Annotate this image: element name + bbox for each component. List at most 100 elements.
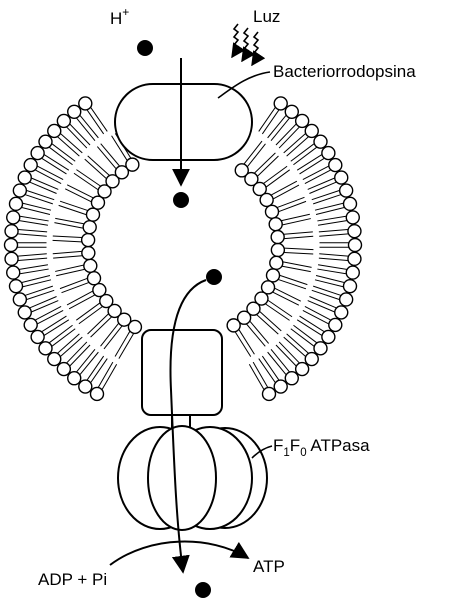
lipid-head-inner bbox=[270, 256, 283, 269]
lipid-head-outer bbox=[344, 197, 357, 210]
lipid-tail bbox=[70, 345, 90, 366]
lipid-tail bbox=[55, 218, 83, 223]
lipid-head-outer bbox=[335, 306, 348, 319]
lipid-tail bbox=[283, 262, 311, 267]
lipid-head-inner bbox=[82, 234, 95, 247]
lipid-tail bbox=[18, 258, 47, 260]
lipid-head-outer bbox=[340, 184, 353, 197]
proton-outside-dot bbox=[137, 40, 153, 56]
lipid-head-outer bbox=[13, 293, 26, 306]
lipid-head-inner bbox=[88, 272, 101, 285]
lipid-tail bbox=[20, 216, 49, 221]
lipid-tail bbox=[284, 134, 306, 153]
lipid-tail bbox=[287, 334, 309, 353]
lipid-head-outer bbox=[31, 330, 44, 343]
lipid-head-outer bbox=[79, 380, 92, 393]
lipid-head-outer bbox=[48, 124, 61, 137]
lipid-tail bbox=[27, 191, 55, 200]
lipid-tail bbox=[279, 201, 306, 211]
lipid-tail bbox=[18, 229, 47, 231]
lipid-head-inner bbox=[227, 319, 240, 332]
lipid-tail bbox=[313, 195, 341, 204]
lipid-head-outer bbox=[5, 252, 18, 265]
lipid-head-outer bbox=[274, 380, 287, 393]
lipid-head-inner bbox=[82, 246, 95, 259]
lipid-tail bbox=[284, 253, 313, 255]
proton-label: H+ bbox=[110, 5, 129, 28]
lipid-head-inner bbox=[86, 208, 99, 221]
atpase-label: F1F0 ATPasa bbox=[273, 436, 370, 459]
lipid-head-outer bbox=[24, 318, 37, 331]
lipid-tail bbox=[88, 314, 109, 334]
bacteriorhodopsin-label: Bacteriorrodopsina bbox=[273, 62, 416, 81]
lipid-tail bbox=[30, 182, 57, 193]
lipid-tail bbox=[282, 266, 310, 271]
lipid-tail bbox=[284, 236, 313, 238]
lipid-tail bbox=[53, 240, 82, 242]
lipid-tail bbox=[30, 296, 57, 307]
proton-charge-label: + bbox=[122, 5, 129, 19]
atp-label: ATP bbox=[253, 557, 285, 576]
lipid-head-outer bbox=[346, 211, 359, 224]
lipid-tail bbox=[97, 147, 116, 169]
lipid-head-inner bbox=[265, 205, 278, 218]
lipid-head-outer bbox=[57, 363, 70, 376]
lipid-tail bbox=[250, 321, 269, 343]
lipid-head-outer bbox=[9, 280, 22, 293]
lipid-tail bbox=[284, 337, 306, 356]
lipid-head-outer bbox=[57, 114, 70, 127]
lipid-head-outer bbox=[348, 252, 361, 265]
proton-exit-dot bbox=[195, 582, 211, 598]
lipid-head-outer bbox=[340, 293, 353, 306]
lipid-head-outer bbox=[322, 330, 335, 343]
light-label: Luz bbox=[253, 7, 280, 26]
lipid-head-outer bbox=[39, 342, 52, 355]
lipid-tail bbox=[60, 201, 87, 210]
lipid-head-outer bbox=[305, 124, 318, 137]
lipid-tail bbox=[268, 115, 286, 137]
lipid-tail bbox=[80, 115, 98, 137]
lipid-head-outer bbox=[274, 97, 287, 110]
lipid-head-inner bbox=[84, 259, 97, 272]
substrates-label: ADP + Pi bbox=[38, 570, 107, 589]
lipid-tail bbox=[319, 258, 348, 260]
lipid-head-inner bbox=[271, 243, 284, 256]
lipid-tail bbox=[247, 324, 266, 346]
lipid-tail bbox=[101, 144, 120, 166]
proton-inside-dot bbox=[173, 192, 189, 208]
lipid-tail bbox=[60, 278, 87, 288]
lipid-tail bbox=[248, 144, 266, 167]
lipid-head-outer bbox=[68, 105, 81, 118]
lipid-tail bbox=[318, 265, 347, 270]
lipid-tail bbox=[53, 236, 82, 238]
lipid-tail bbox=[312, 290, 340, 299]
lipid-tail bbox=[309, 296, 336, 307]
lipid-head-outer bbox=[322, 147, 335, 160]
lipid-tail bbox=[277, 197, 304, 207]
lipid-head-outer bbox=[31, 147, 44, 160]
lipid-head-outer bbox=[91, 387, 104, 400]
lipid-head-outer bbox=[7, 266, 20, 279]
lipid-tail bbox=[255, 153, 276, 173]
lipid-tail bbox=[276, 345, 296, 366]
lipid-tail bbox=[77, 349, 95, 371]
lipid-tail bbox=[319, 234, 348, 236]
lipid-tail bbox=[276, 124, 296, 145]
lipid-tail bbox=[19, 221, 48, 226]
lipid-head-outer bbox=[7, 211, 20, 224]
lipid-head-outer bbox=[348, 225, 361, 238]
lipid-tail bbox=[271, 118, 289, 140]
light-rays-icon bbox=[232, 24, 258, 65]
lipid-tail bbox=[53, 256, 82, 258]
lipid-head-inner bbox=[271, 231, 284, 244]
lipid-tail bbox=[19, 265, 48, 270]
lipid-head-outer bbox=[296, 363, 309, 376]
lipid-head-outer bbox=[9, 197, 22, 210]
lipid-head-outer bbox=[296, 114, 309, 127]
lipid-head-outer bbox=[24, 159, 37, 172]
lipid-head-outer bbox=[68, 372, 81, 385]
lipid-tail bbox=[61, 134, 83, 153]
lipid-tail bbox=[317, 216, 346, 221]
lipid-head-inner bbox=[267, 269, 280, 282]
lipid-head-outer bbox=[349, 239, 362, 252]
